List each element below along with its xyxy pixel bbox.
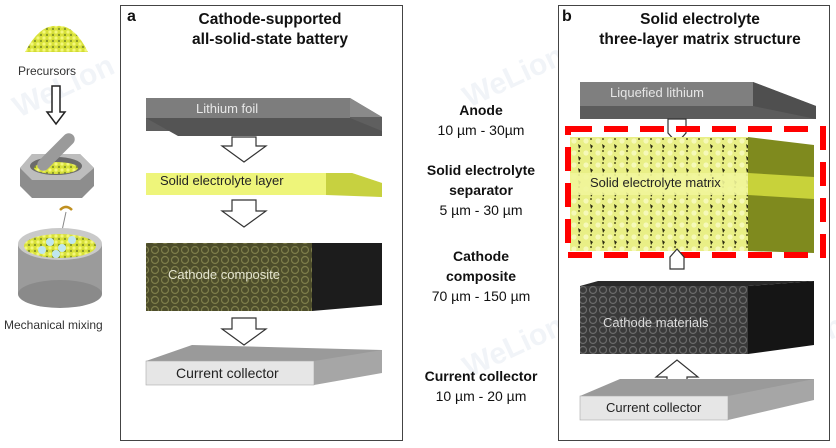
mortar-pestle-icon <box>20 133 94 198</box>
solid-electrolyte-matrix-label: Solid electrolyte matrix <box>590 175 721 190</box>
panel-b-title-line1: Solid electrolyte <box>640 11 760 28</box>
solid-electrolyte-layer <box>146 173 382 197</box>
spec-cathode: Cathode composite 70 µm - 150 µm <box>406 246 556 306</box>
current-collector-label: Current collector <box>176 365 279 381</box>
solid-electrolyte-layer-label: Solid electrolyte layer <box>160 173 284 188</box>
panel-b-title-line2: three-layer matrix structure <box>599 31 801 48</box>
mechanical-mixing-label: Mechanical mixing <box>4 318 103 332</box>
spec-cathode-title-line1: Cathode <box>453 248 509 264</box>
down-arrow-icon <box>220 136 268 163</box>
panel-b-stack <box>565 82 826 421</box>
solid-electrolyte-matrix-layer <box>570 137 814 253</box>
panel-a-stack <box>145 98 382 386</box>
cathode-materials-layer <box>580 281 814 354</box>
spec-separator: Solid electrolyte separator 5 µm - 30 µm <box>406 160 556 220</box>
current-collector-b-layer <box>579 379 814 421</box>
panel-a-title-line2: all-solid-state battery <box>192 31 348 48</box>
cathode-composite-layer <box>146 243 382 311</box>
up-arrow-icon <box>669 248 685 270</box>
current-collector-b-label: Current collector <box>606 400 702 415</box>
spec-anode-range: 10 µm - 30µm <box>437 122 525 138</box>
spec-anode: Anode 10 µm - 30µm <box>406 100 556 140</box>
spec-cathode-title-line2: composite <box>445 268 516 284</box>
spec-separator-range: 5 µm - 30 µm <box>439 202 523 218</box>
spec-current-collector-range: 10 µm - 20 µm <box>435 388 527 404</box>
down-arrow-icon <box>220 199 268 228</box>
down-arrow-icon <box>45 85 67 126</box>
cathode-composite-label: Cathode composite <box>168 267 281 282</box>
down-arrow-icon <box>220 317 268 346</box>
spec-separator-title-line1: Solid electrolyte <box>426 162 536 178</box>
panel-b-letter: b <box>562 8 572 25</box>
liquefied-lithium-layer <box>580 82 816 119</box>
spec-cathode-range: 70 µm - 150 µm <box>431 288 531 304</box>
spec-current-collector-title: Current collector <box>424 368 538 384</box>
spec-separator-title-line2: separator <box>449 182 513 198</box>
ball-mill-icon <box>18 205 102 308</box>
liquefied-lithium-label: Liquefied lithium <box>610 85 704 100</box>
panel-b-title: Solid electrolyte three-layer matrix str… <box>572 10 828 50</box>
current-collector-layer <box>145 345 382 386</box>
spec-anode-title: Anode <box>459 102 503 118</box>
precursors-label: Precursors <box>18 64 77 78</box>
highlight-box <box>565 126 826 258</box>
panel-a-title-line1: Cathode-supported <box>198 11 342 28</box>
cathode-materials-label: Cathode materials <box>603 315 709 330</box>
panel-a-title: Cathode-supported all-solid-state batter… <box>140 10 400 50</box>
lithium-foil-layer <box>146 98 382 136</box>
powder-pile-icon <box>25 25 88 52</box>
process-illustration <box>18 25 102 308</box>
spec-current-collector: Current collector 10 µm - 20 µm <box>406 366 556 406</box>
panel-a-letter: a <box>127 8 136 25</box>
lithium-foil-label: Lithium foil <box>196 101 259 116</box>
